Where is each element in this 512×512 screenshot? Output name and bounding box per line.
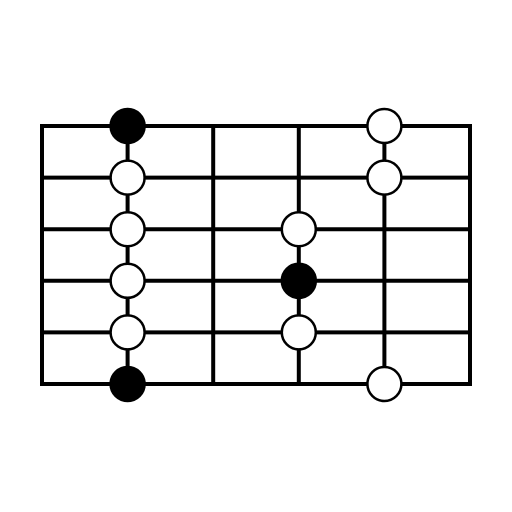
note-marker bbox=[280, 210, 318, 248]
note-marker bbox=[109, 210, 146, 248]
note-marker bbox=[109, 314, 146, 351]
note-marker bbox=[109, 159, 146, 196]
note-marker bbox=[109, 262, 146, 300]
note-markers bbox=[109, 107, 403, 403]
note-marker bbox=[366, 107, 403, 145]
root-note-marker bbox=[280, 262, 318, 300]
note-marker bbox=[366, 159, 403, 196]
note-marker bbox=[280, 314, 318, 351]
root-note-marker bbox=[109, 107, 146, 145]
note-marker bbox=[366, 365, 403, 403]
root-note-marker bbox=[109, 365, 146, 403]
